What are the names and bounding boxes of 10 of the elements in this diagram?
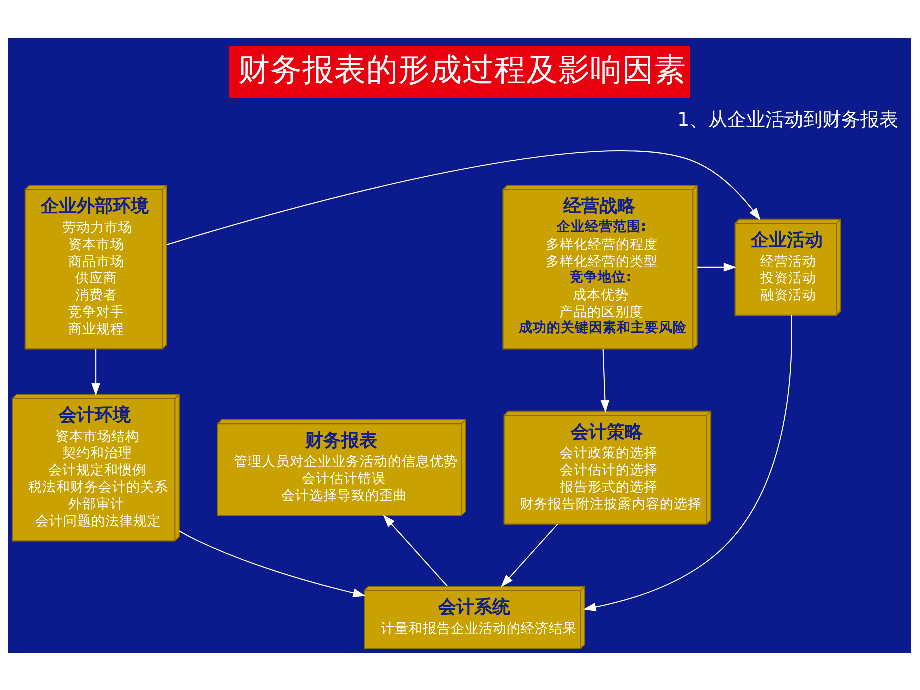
arrow [583,314,792,612]
diagram-title: 财务报表的形成过程及影响因素 [238,52,686,88]
arrow [179,530,366,598]
arrow [92,348,100,396]
arrow [166,150,761,245]
arrow [383,514,448,586]
label: 1、从企业活动到财务报表 [678,108,899,130]
arrow [600,348,610,412]
arrow [501,523,558,587]
arrow [697,262,737,272]
